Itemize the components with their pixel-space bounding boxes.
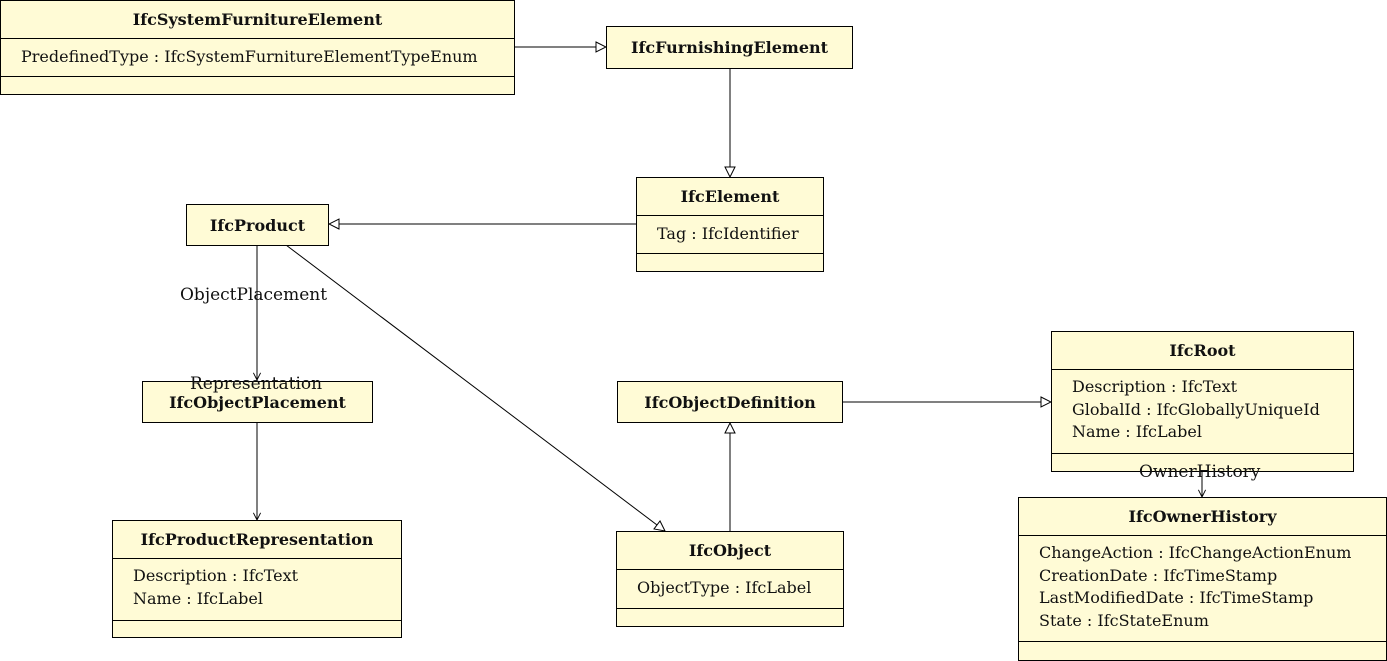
class-operations	[1019, 641, 1386, 660]
class-ifc-furnishing-element: IfcFurnishingElement	[606, 26, 853, 69]
class-ifc-object-definition: IfcObjectDefinition	[617, 381, 843, 423]
class-ifc-system-furniture-element: IfcSystemFurnitureElement PredefinedType…	[0, 0, 515, 95]
attribute: GlobalId : IfcGloballyUniqueId	[1072, 399, 1320, 419]
attribute: CreationDate : IfcTimeStamp	[1039, 565, 1278, 585]
class-operations	[1, 76, 514, 94]
class-attributes: Description : IfcText GlobalId : IfcGlob…	[1052, 369, 1353, 453]
class-ifc-root: IfcRoot Description : IfcText GlobalId :…	[1051, 331, 1354, 472]
class-name: IfcSystemFurnitureElement	[132, 10, 383, 29]
class-name: IfcProductRepresentation	[140, 530, 374, 549]
attribute: ObjectType : IfcLabel	[637, 578, 812, 597]
class-attributes: ObjectType : IfcLabel	[617, 569, 843, 608]
class-ifc-owner-history: IfcOwnerHistory ChangeAction : IfcChange…	[1018, 497, 1387, 661]
class-ifc-product-representation: IfcProductRepresentation Description : I…	[112, 520, 402, 638]
attribute: LastModifiedDate : IfcTimeStamp	[1039, 588, 1314, 607]
class-name: IfcProduct	[209, 215, 306, 235]
class-operations	[637, 253, 823, 271]
class-attributes: ChangeAction : IfcChangeActionEnum Creat…	[1019, 535, 1386, 641]
label-owner-history: OwnerHistory	[1139, 462, 1261, 482]
label-representation: Representation	[190, 374, 323, 394]
class-attributes: Description : IfcText Name : IfcLabel	[113, 558, 401, 620]
edge-product-to-object	[285, 244, 665, 531]
class-ifc-product: IfcProduct	[186, 204, 329, 246]
class-name: IfcElement	[680, 187, 780, 206]
class-attributes: Tag : IfcIdentifier	[637, 215, 823, 253]
attribute: ChangeAction : IfcChangeActionEnum	[1039, 543, 1352, 562]
class-attributes: PredefinedType : IfcSystemFurnitureEleme…	[1, 38, 514, 76]
attribute: Tag : IfcIdentifier	[657, 224, 799, 243]
class-operations	[1052, 453, 1353, 471]
label-object-placement: ObjectPlacement	[180, 285, 328, 305]
attribute: PredefinedType : IfcSystemFurnitureEleme…	[21, 47, 478, 66]
attribute: Name : IfcLabel	[1072, 422, 1202, 441]
class-name: IfcObjectDefinition	[644, 392, 816, 412]
class-name: IfcOwnerHistory	[1128, 507, 1277, 526]
class-name: IfcObjectPlacement	[169, 392, 346, 412]
class-name: IfcRoot	[1169, 341, 1236, 360]
class-ifc-object: IfcObject ObjectType : IfcLabel	[616, 531, 844, 627]
attribute: State : IfcStateEnum	[1039, 610, 1209, 630]
attribute: Description : IfcText	[133, 566, 299, 585]
class-name: IfcFurnishingElement	[630, 38, 829, 57]
attribute: Name : IfcLabel	[133, 588, 263, 608]
class-ifc-object-placement: IfcObjectPlacement	[142, 381, 373, 423]
class-operations	[113, 620, 401, 637]
class-operations	[617, 608, 843, 626]
class-ifc-element: IfcElement Tag : IfcIdentifier	[636, 177, 824, 272]
attribute: Description : IfcText	[1072, 377, 1238, 396]
class-name: IfcObject	[688, 541, 772, 560]
